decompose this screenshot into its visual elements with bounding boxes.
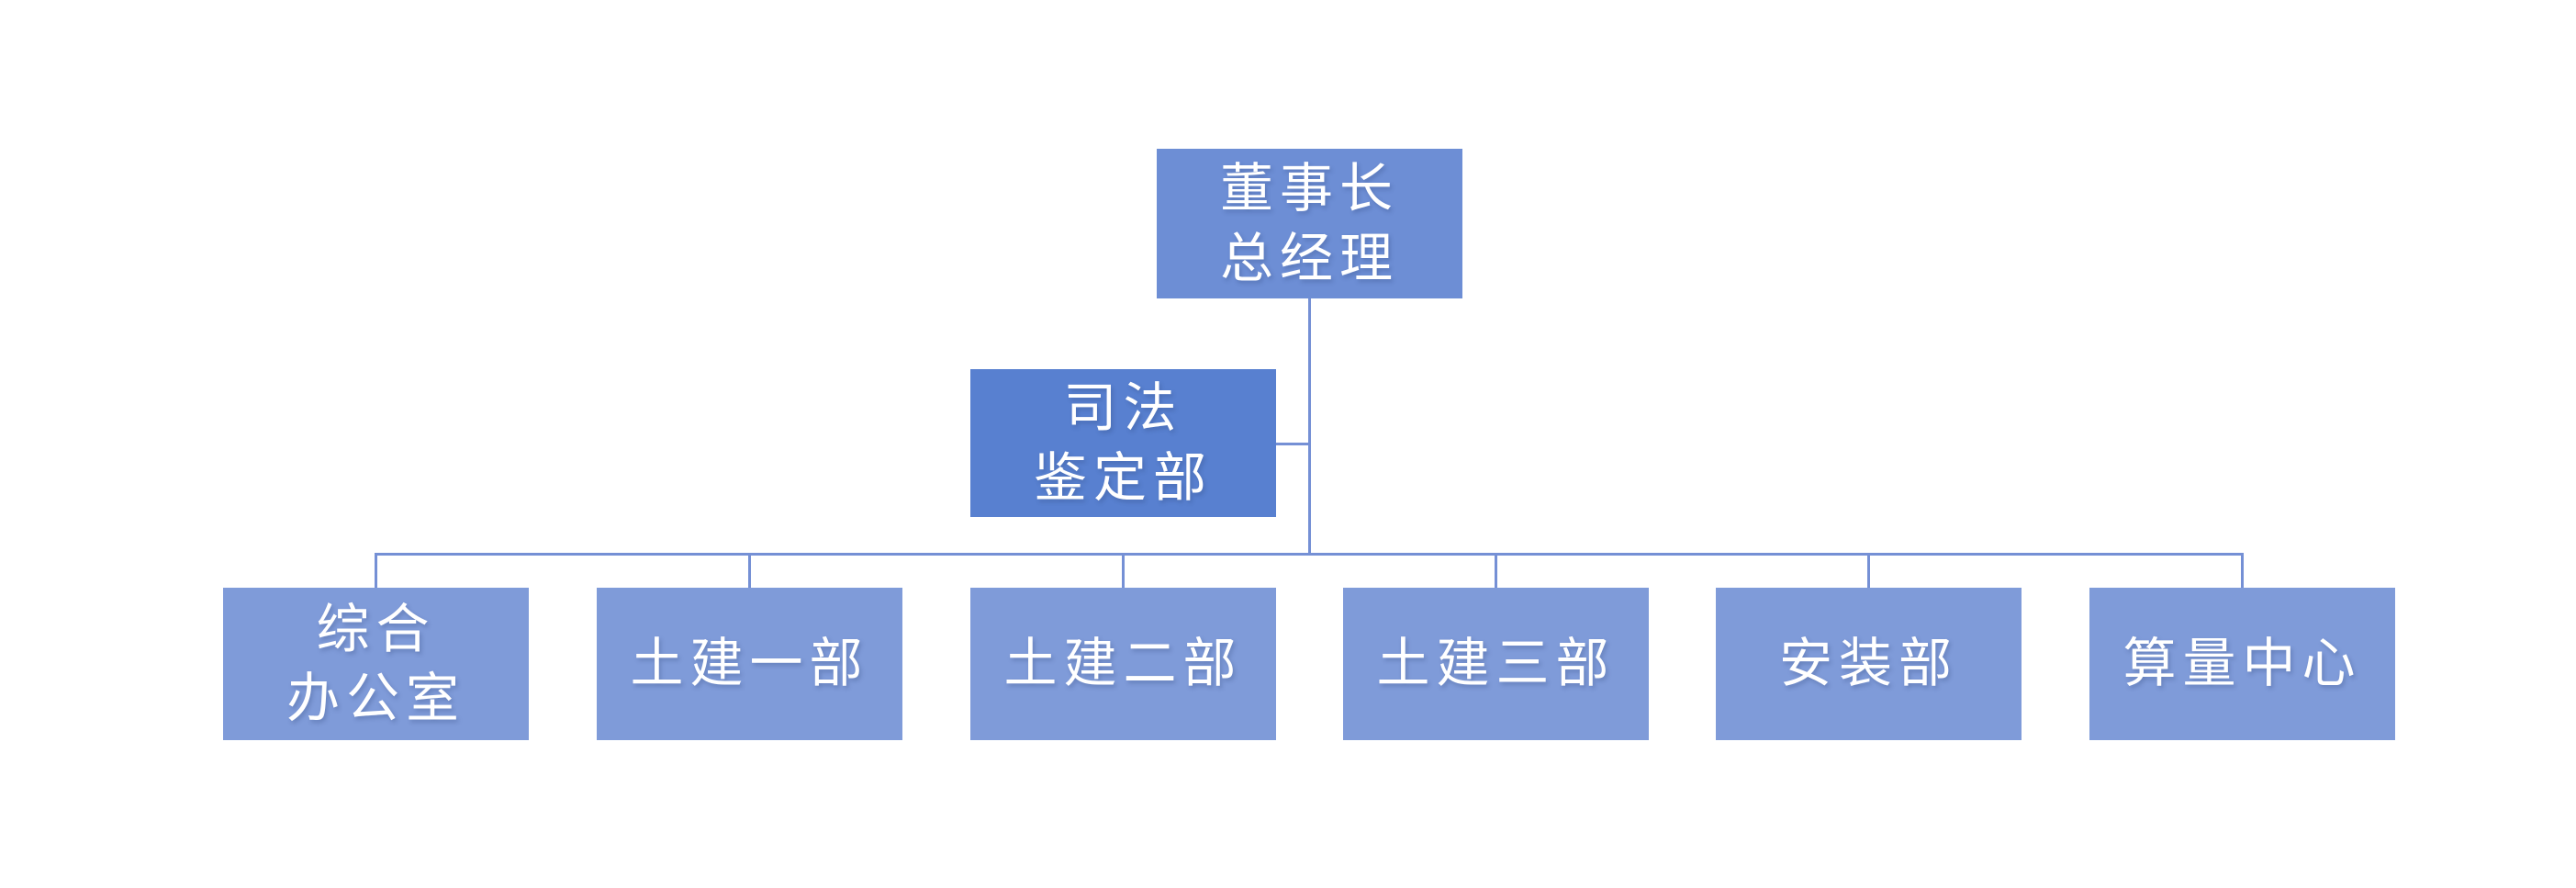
- org-node-label-line: 总经理: [1219, 226, 1399, 289]
- org-node-judicial-appraisal-dept: 司法 鉴定部: [970, 369, 1276, 517]
- org-node-civil-dept-1: 土建一部: [597, 588, 902, 740]
- org-node-label-line: 董事长: [1219, 157, 1399, 220]
- org-node-installation-dept: 安装部: [1716, 588, 2022, 740]
- connector-drop-civil-dept-1: [748, 553, 751, 590]
- org-node-label-line: 算量中心: [2122, 632, 2362, 695]
- connector-drop-installation-dept: [1867, 553, 1870, 590]
- connector-drop-quantity-center: [2241, 553, 2244, 590]
- connector-drop-general-office: [375, 553, 377, 590]
- org-node-general-office: 综合 办公室: [223, 588, 529, 740]
- org-node-label-line: 土建二部: [1003, 632, 1243, 695]
- org-node-label-line: 土建三部: [1376, 632, 1616, 695]
- org-node-label-line: 土建一部: [630, 632, 869, 695]
- org-node-civil-dept-2: 土建二部: [970, 588, 1276, 740]
- org-node-label-line: 鉴定部: [1033, 445, 1213, 509]
- org-node-chairman-general-manager: 董事长 总经理: [1157, 149, 1462, 298]
- org-node-label-line: 办公室: [286, 667, 465, 729]
- org-node-label-line: 综合: [316, 597, 436, 660]
- org-node-civil-dept-3: 土建三部: [1343, 588, 1649, 740]
- connector-drop-civil-dept-2: [1122, 553, 1125, 590]
- org-node-quantity-center: 算量中心: [2089, 588, 2395, 740]
- connector-drop-civil-dept-3: [1495, 553, 1497, 590]
- connector-assistant-stub: [1276, 443, 1310, 445]
- connector-horizontal-rail: [375, 553, 2244, 556]
- org-node-label-line: 司法: [1063, 377, 1183, 440]
- org-node-label-line: 安装部: [1778, 632, 1958, 695]
- connector-trunk-vertical: [1308, 298, 1311, 556]
